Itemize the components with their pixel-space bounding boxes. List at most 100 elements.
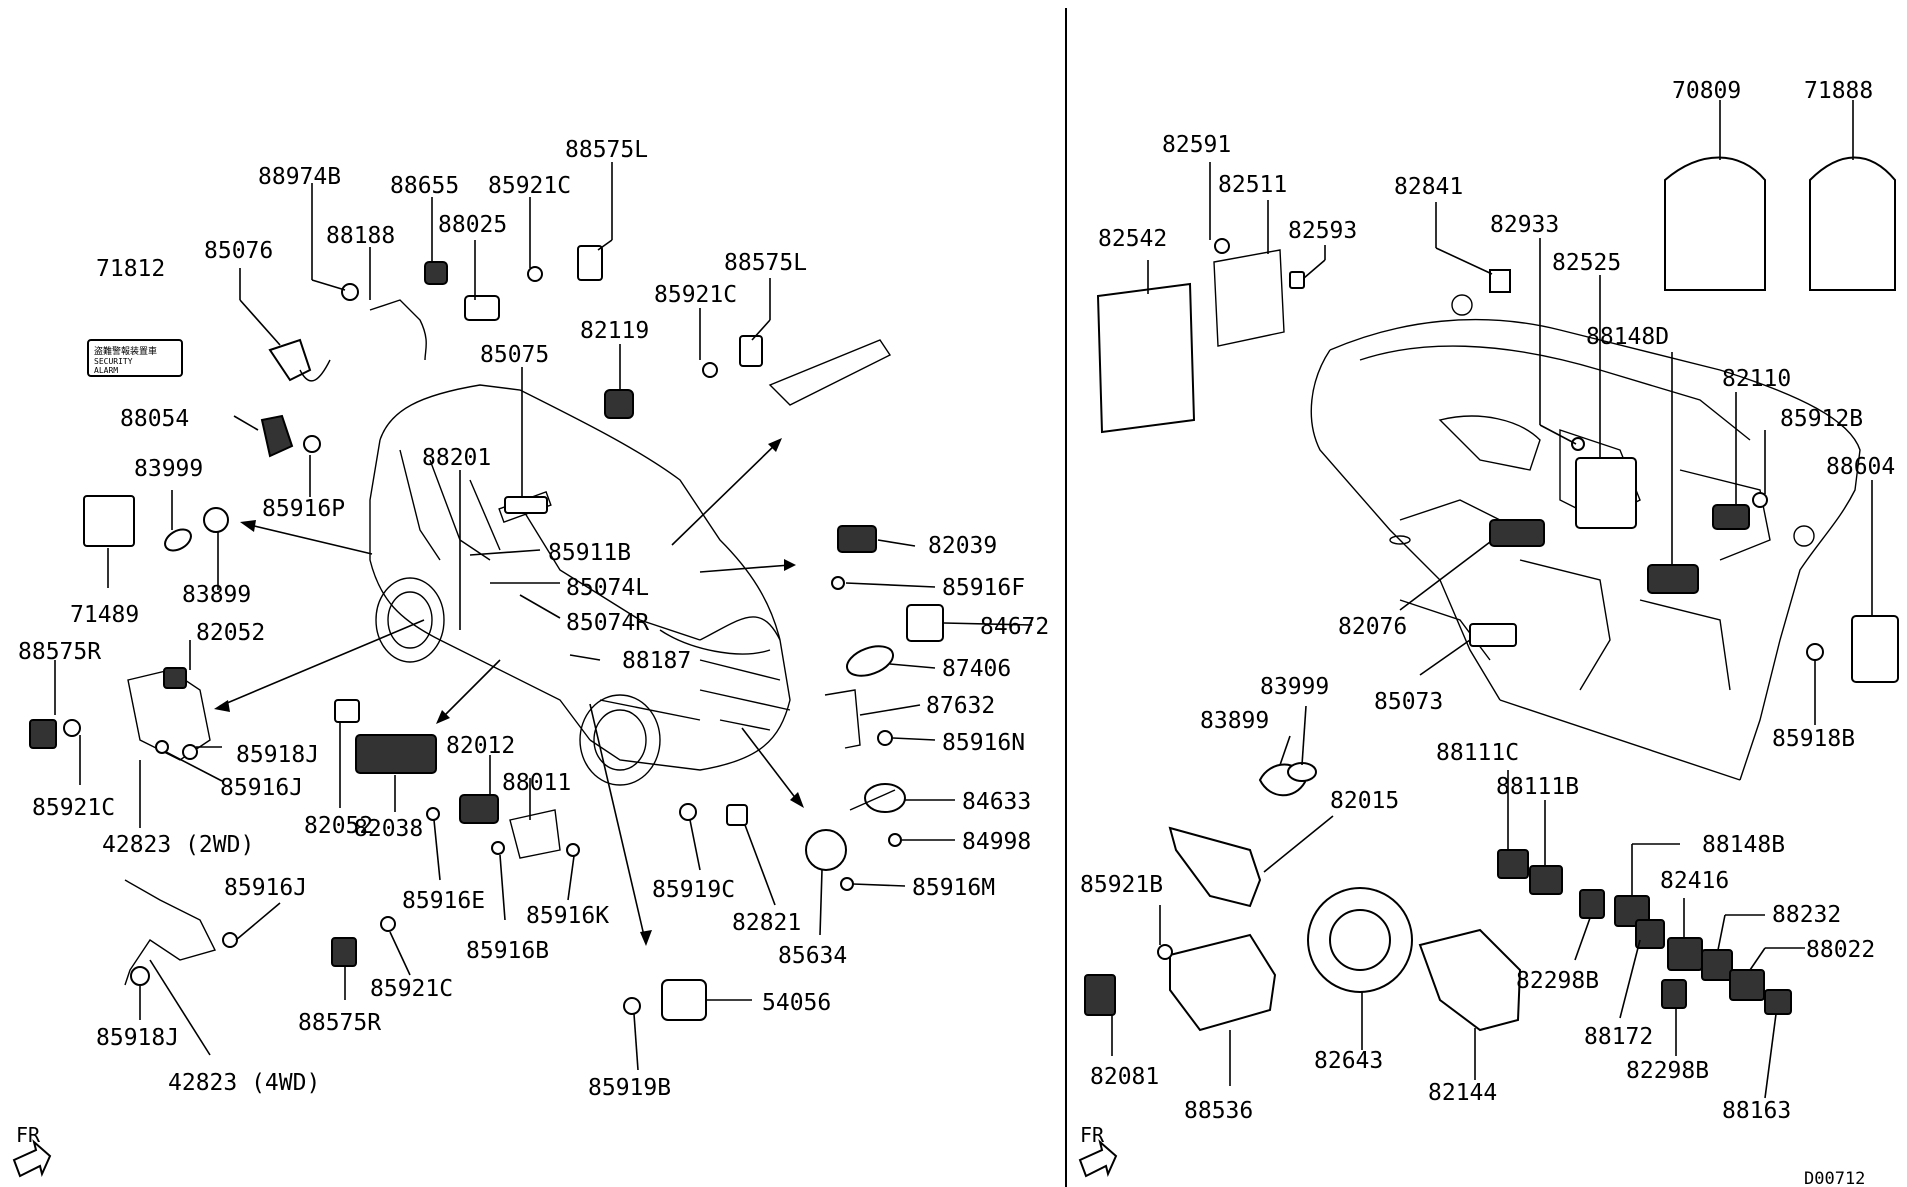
label-88188: 88188 [326,223,395,249]
label-85916K: 85916K [526,903,609,929]
fr-marker-right: FR [1078,1123,1118,1178]
label-88575R: 88575R [18,639,101,665]
label-88022: 88022 [1806,937,1875,963]
label-70809: 70809 [1672,78,1741,104]
svg-text:SECURITY: SECURITY [94,357,133,366]
label-88111C: 88111C [1436,740,1519,766]
vehicle-body-illustration [369,384,791,786]
label-85073: 85073 [1374,689,1443,715]
label-85075: 85075 [480,342,549,368]
label-42823-4wd: 42823 (4WD) [168,1070,320,1096]
label-82076: 82076 [1338,614,1407,640]
label-88148B: 88148B [1702,832,1785,858]
label-88163: 88163 [1722,1098,1791,1124]
left-panel-labels: 88974B 88655 85921C 88575L 88025 88188 7… [18,137,1049,1101]
label-71888: 71888 [1804,78,1873,104]
label-85911B: 85911B [548,540,631,566]
label-88187: 88187 [622,648,691,674]
label-54056: 54056 [762,990,831,1016]
right-panel-leaders [1111,100,1873,1099]
label-82525: 82525 [1552,250,1621,276]
svg-text:FR: FR [16,1123,41,1147]
label-71489: 71489 [70,602,139,628]
label-85916F: 85916F [942,575,1025,601]
label-85918B: 85918B [1772,726,1855,752]
label-85916P: 85916P [262,496,345,522]
label-88148D: 88148D [1586,324,1669,350]
label-85912B: 85912B [1780,406,1863,432]
label-85919B: 85919B [588,1075,671,1101]
label-85916B: 85916B [466,938,549,964]
label-88011: 88011 [502,770,571,796]
right-panel-parts [1084,156,1899,1032]
diagram-code: D00712 [1804,1169,1865,1187]
label-82110: 82110 [1722,366,1791,392]
label-85074L: 85074L [566,575,649,601]
security-alarm-label-text: 盗難警報装置車 SECURITY ALARM [94,345,157,375]
label-82298B: 82298B [1516,968,1599,994]
label-85916J: 85916J [224,875,307,901]
label-88536: 88536 [1184,1098,1253,1124]
label-83899: 83899 [182,582,251,608]
svg-text:ALARM: ALARM [94,366,118,375]
label-84672: 84672 [980,614,1049,640]
label-82511: 82511 [1218,172,1287,198]
label-88172: 88172 [1584,1024,1653,1050]
label-88575L: 88575L [724,250,807,276]
label-83999: 83999 [134,456,203,482]
fr-marker-left: FR [12,1123,52,1178]
label-82012: 82012 [446,733,515,759]
label-82015: 82015 [1330,788,1399,814]
label-85919C: 85919C [652,877,735,903]
label-88054: 88054 [120,406,189,432]
label-87406: 87406 [942,656,1011,682]
label-88575L: 88575L [565,137,648,163]
label-82841: 82841 [1394,174,1463,200]
label-82144: 82144 [1428,1080,1497,1106]
label-82052: 82052 [304,813,373,839]
label-83899: 83899 [1200,708,1269,734]
label-85921C: 85921C [32,795,115,821]
label-88111B: 88111B [1496,774,1579,800]
label-88025: 88025 [438,212,507,238]
label-85918J: 85918J [236,742,319,768]
label-88604: 88604 [1826,454,1895,480]
label-42823-2wd: 42823 (2WD) [102,832,254,858]
label-82298B: 82298B [1626,1058,1709,1084]
label-85634: 85634 [778,943,847,969]
label-71812: 71812 [96,256,165,282]
label-82416: 82416 [1660,868,1729,894]
label-82593: 82593 [1288,218,1357,244]
label-88201: 88201 [422,445,491,471]
label-85921C: 85921C [654,282,737,308]
label-85074R: 85074R [566,610,649,636]
left-panel-leaders [54,162,1033,1071]
label-82542: 82542 [1098,226,1167,252]
label-82081: 82081 [1090,1064,1159,1090]
label-85921C: 85921C [370,976,453,1002]
label-85921B: 85921B [1080,872,1163,898]
label-82643: 82643 [1314,1048,1383,1074]
label-85076: 85076 [204,238,273,264]
label-85916M: 85916M [912,875,995,901]
right-panel-labels: 82591 82511 82542 82593 82841 82933 8252… [1080,78,1895,1124]
label-84998: 84998 [962,829,1031,855]
label-83999: 83999 [1260,674,1329,700]
label-85918J: 85918J [96,1025,179,1051]
leader-arrows-left [214,438,804,946]
label-82052: 82052 [196,620,265,646]
label-82038: 82038 [354,816,423,842]
label-85921C: 85921C [488,173,571,199]
label-84633: 84633 [962,789,1031,815]
label-82821: 82821 [732,910,801,936]
instrument-panel-illustration [1310,294,1861,781]
label-88655: 88655 [390,173,459,199]
label-88575R: 88575R [298,1010,381,1036]
label-85916N: 85916N [942,730,1025,756]
security-label-part [87,339,183,377]
svg-text:盗難警報装置車: 盗難警報装置車 [94,345,157,357]
label-82591: 82591 [1162,132,1231,158]
label-85916J: 85916J [220,775,303,801]
label-88974B: 88974B [258,164,341,190]
